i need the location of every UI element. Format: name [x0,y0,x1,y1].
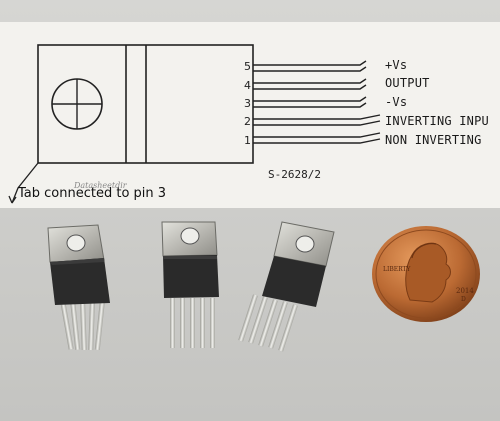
pin-label-inverting-input: INVERTING INPU [385,114,489,128]
ic-component-1 [47,224,110,351]
tab-note: Tab connected to pin 3 [18,186,167,201]
pin-number-5: 5 [244,60,251,73]
pin-number-4: 4 [244,79,251,92]
coin-year: 2014 [456,287,474,295]
pin-label-plus-vs: +Vs [385,58,408,72]
pin-label-output: OUTPUT [385,76,430,90]
coin-mint-mark: D [461,296,466,303]
coin-motto: LIBERTY [383,266,411,273]
pin-label-non-inverting: NON INVERTING [385,133,482,147]
penny-coin [372,226,480,322]
part-code: S-2628/2 [268,168,321,181]
ic-component-2 [161,221,219,348]
watermark: Datasheetdir [74,181,127,190]
pin-number-1: 1 [244,134,251,147]
ic-component-3 [238,221,335,352]
pin-label-minus-vs: -Vs [385,95,408,109]
pin-number-3: 3 [244,97,251,110]
pin-number-2: 2 [244,115,251,128]
